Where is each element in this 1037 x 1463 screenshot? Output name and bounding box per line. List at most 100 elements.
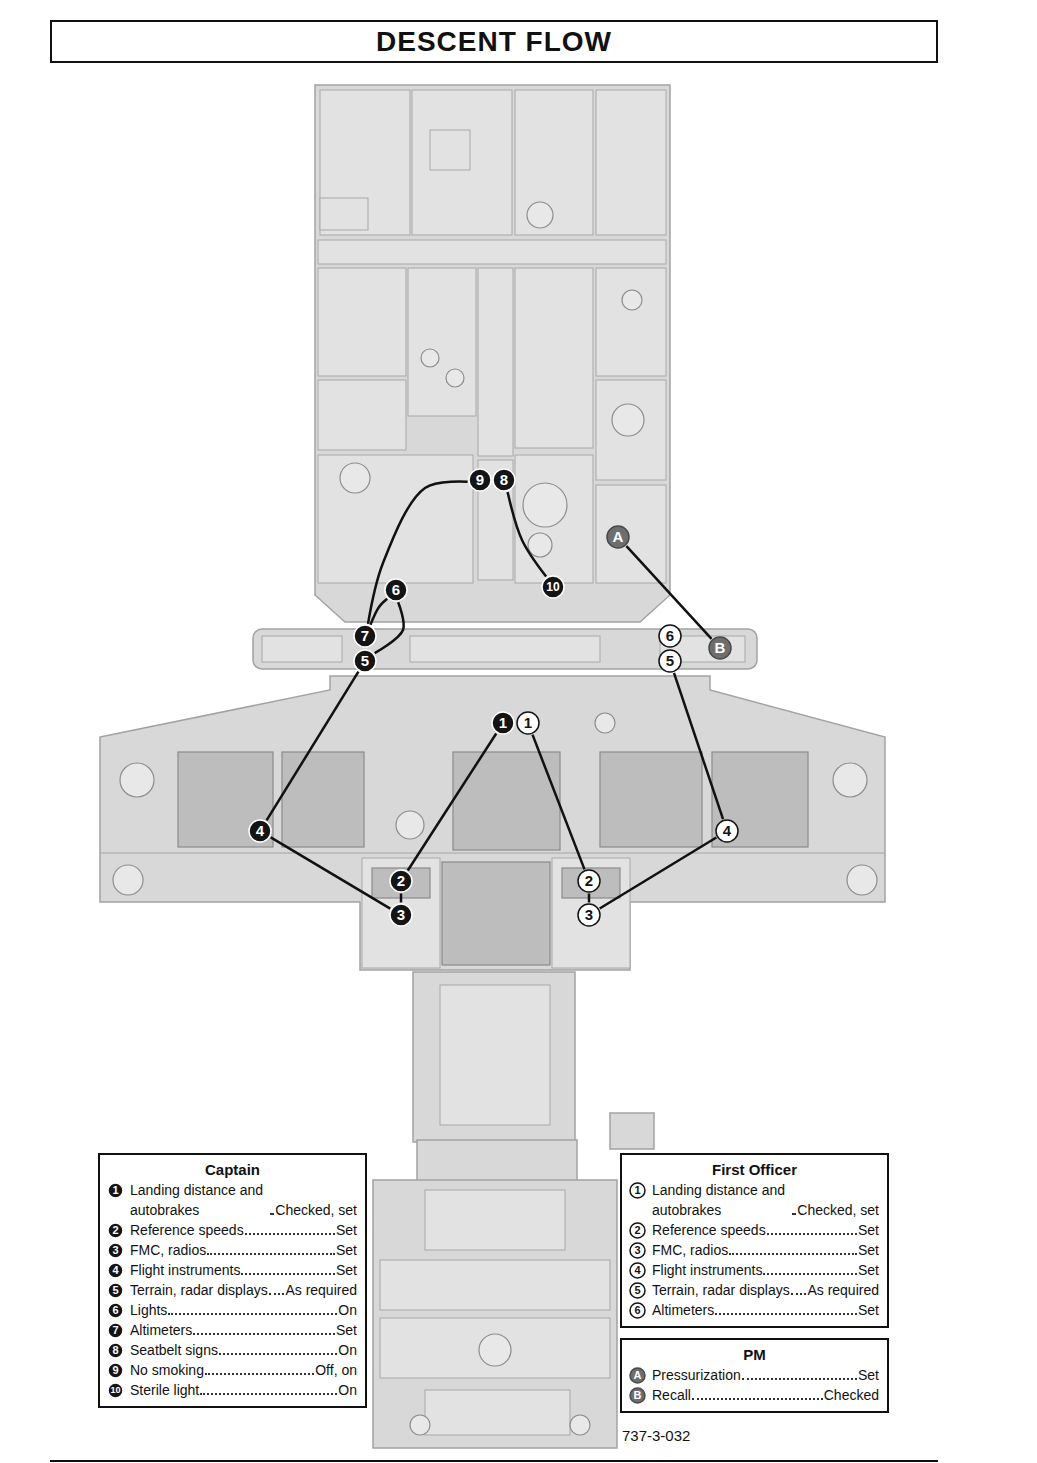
legend-number: A bbox=[629, 1367, 646, 1384]
dot-leader bbox=[792, 1213, 796, 1215]
box-heading: PM bbox=[630, 1345, 879, 1365]
callout-number: 2 bbox=[577, 869, 601, 893]
flow-line bbox=[375, 602, 404, 653]
item-value: Set bbox=[858, 1220, 879, 1240]
circle-outline bbox=[492, 712, 514, 734]
circle-outline bbox=[249, 820, 271, 842]
callout-number: 3 bbox=[577, 903, 601, 927]
flow-step-circle: A bbox=[606, 525, 630, 549]
circle-outline bbox=[469, 469, 491, 491]
title-box: DESCENT FLOW bbox=[50, 20, 938, 63]
flow-line bbox=[674, 673, 723, 819]
circle-outline bbox=[517, 712, 539, 734]
flow-line bbox=[408, 734, 496, 871]
flow-step-circle: 5 bbox=[353, 649, 377, 673]
overhead-panel bbox=[315, 85, 670, 622]
item-text: Sterile light bbox=[130, 1380, 199, 1400]
flow-step-circle: B bbox=[708, 636, 732, 660]
item-text: Landing distance and autobrakes bbox=[130, 1180, 269, 1220]
dot-leader bbox=[269, 1293, 285, 1295]
flow-step-circle: 1 bbox=[516, 711, 540, 735]
dot-leader bbox=[742, 1378, 857, 1380]
legend-number: 6 bbox=[629, 1302, 646, 1319]
item-text: Pressurization bbox=[652, 1365, 741, 1385]
flow-step-circle: 2 bbox=[577, 869, 601, 893]
circle-outline bbox=[630, 1183, 645, 1198]
item-text: FMC, radios bbox=[130, 1240, 206, 1260]
item-value: Set bbox=[858, 1365, 879, 1385]
flow-step-circle: 3 bbox=[389, 903, 413, 927]
legend-number: 3 bbox=[629, 1242, 646, 1259]
aft-pedestal bbox=[373, 1180, 617, 1448]
flow-step-circle: 1 bbox=[491, 711, 515, 735]
flow-line bbox=[271, 837, 391, 908]
flow-line bbox=[588, 894, 591, 903]
callout-number: 1 bbox=[629, 1182, 646, 1199]
callout-number: 2 bbox=[389, 869, 413, 893]
legend-number: 4 bbox=[629, 1262, 646, 1279]
legend-number: 1 bbox=[629, 1182, 646, 1199]
dot-leader bbox=[270, 1213, 274, 1215]
item-text: Lights bbox=[130, 1300, 167, 1320]
legend-number: 1 bbox=[107, 1182, 124, 1199]
callout-number: 2 bbox=[107, 1222, 124, 1239]
item-value: Set bbox=[858, 1240, 879, 1260]
flow-step-circle: 9 bbox=[468, 468, 492, 492]
checklist-row: FMC, radiosSet bbox=[130, 1240, 357, 1260]
checklist-row: Terrain, radar displays As required bbox=[130, 1280, 357, 1300]
item-value: As required bbox=[285, 1280, 357, 1300]
circle-outline bbox=[630, 1243, 645, 1258]
dot-leader bbox=[241, 1273, 335, 1275]
callout-number: A bbox=[606, 525, 630, 549]
inset-panel bbox=[610, 1113, 654, 1149]
item-value: On bbox=[338, 1300, 357, 1320]
circle-outline bbox=[542, 576, 564, 598]
box-heading: First Officer bbox=[630, 1160, 879, 1180]
callout-number: 6 bbox=[384, 578, 408, 602]
item-text: Reference speeds bbox=[652, 1220, 766, 1240]
dot-leader bbox=[207, 1253, 335, 1255]
circle-outline bbox=[108, 1283, 123, 1298]
item-text: Seatbelt signs bbox=[130, 1340, 218, 1360]
item-value: Set bbox=[336, 1260, 357, 1280]
item-text: Altimeters bbox=[652, 1300, 714, 1320]
checklist-row: Reference speeds Set bbox=[652, 1220, 879, 1240]
item-text: Flight instruments bbox=[130, 1260, 240, 1280]
flow-step-circle: 7 bbox=[353, 624, 377, 648]
flow-step-circle: 10 bbox=[541, 575, 565, 599]
item-value: Checked, set bbox=[797, 1200, 879, 1220]
circle-outline bbox=[630, 1283, 645, 1298]
callout-number: 2 bbox=[629, 1222, 646, 1239]
circle-outline bbox=[108, 1383, 123, 1398]
checklist-box: ABPMPressurizationSetRecallChecked bbox=[620, 1338, 889, 1413]
dot-leader bbox=[245, 1233, 335, 1235]
circle-outline bbox=[354, 650, 376, 672]
circle-outline bbox=[493, 469, 515, 491]
dot-leader bbox=[692, 1398, 823, 1400]
flow-line bbox=[600, 837, 717, 908]
legend-number: 10 bbox=[107, 1382, 124, 1399]
circle-outline bbox=[108, 1183, 123, 1198]
item-text: Altimeters bbox=[130, 1320, 192, 1340]
circle-outline bbox=[630, 1303, 645, 1318]
throttle-quadrant bbox=[413, 972, 575, 1142]
legend-number: 2 bbox=[629, 1222, 646, 1239]
checklist-box: 123456First OfficerLanding distance and … bbox=[620, 1153, 889, 1328]
item-text: FMC, radios bbox=[652, 1240, 728, 1260]
circle-outline bbox=[630, 1388, 645, 1403]
circle-outline bbox=[108, 1303, 123, 1318]
checklist-box: 12345678910CaptainLanding distance and a… bbox=[98, 1153, 367, 1408]
dot-leader bbox=[205, 1373, 314, 1375]
flow-step-circle: 6 bbox=[384, 578, 408, 602]
flow-line bbox=[267, 672, 359, 821]
flow-step-circle: 5 bbox=[658, 649, 682, 673]
item-text: Terrain, radar displays bbox=[130, 1280, 268, 1300]
callout-number: 4 bbox=[107, 1262, 124, 1279]
legend-number: B bbox=[629, 1387, 646, 1404]
callout-number: 5 bbox=[658, 649, 682, 673]
dot-leader bbox=[763, 1273, 857, 1275]
callout-number: 5 bbox=[629, 1282, 646, 1299]
callout-number: 9 bbox=[107, 1362, 124, 1379]
legend-number: 5 bbox=[629, 1282, 646, 1299]
